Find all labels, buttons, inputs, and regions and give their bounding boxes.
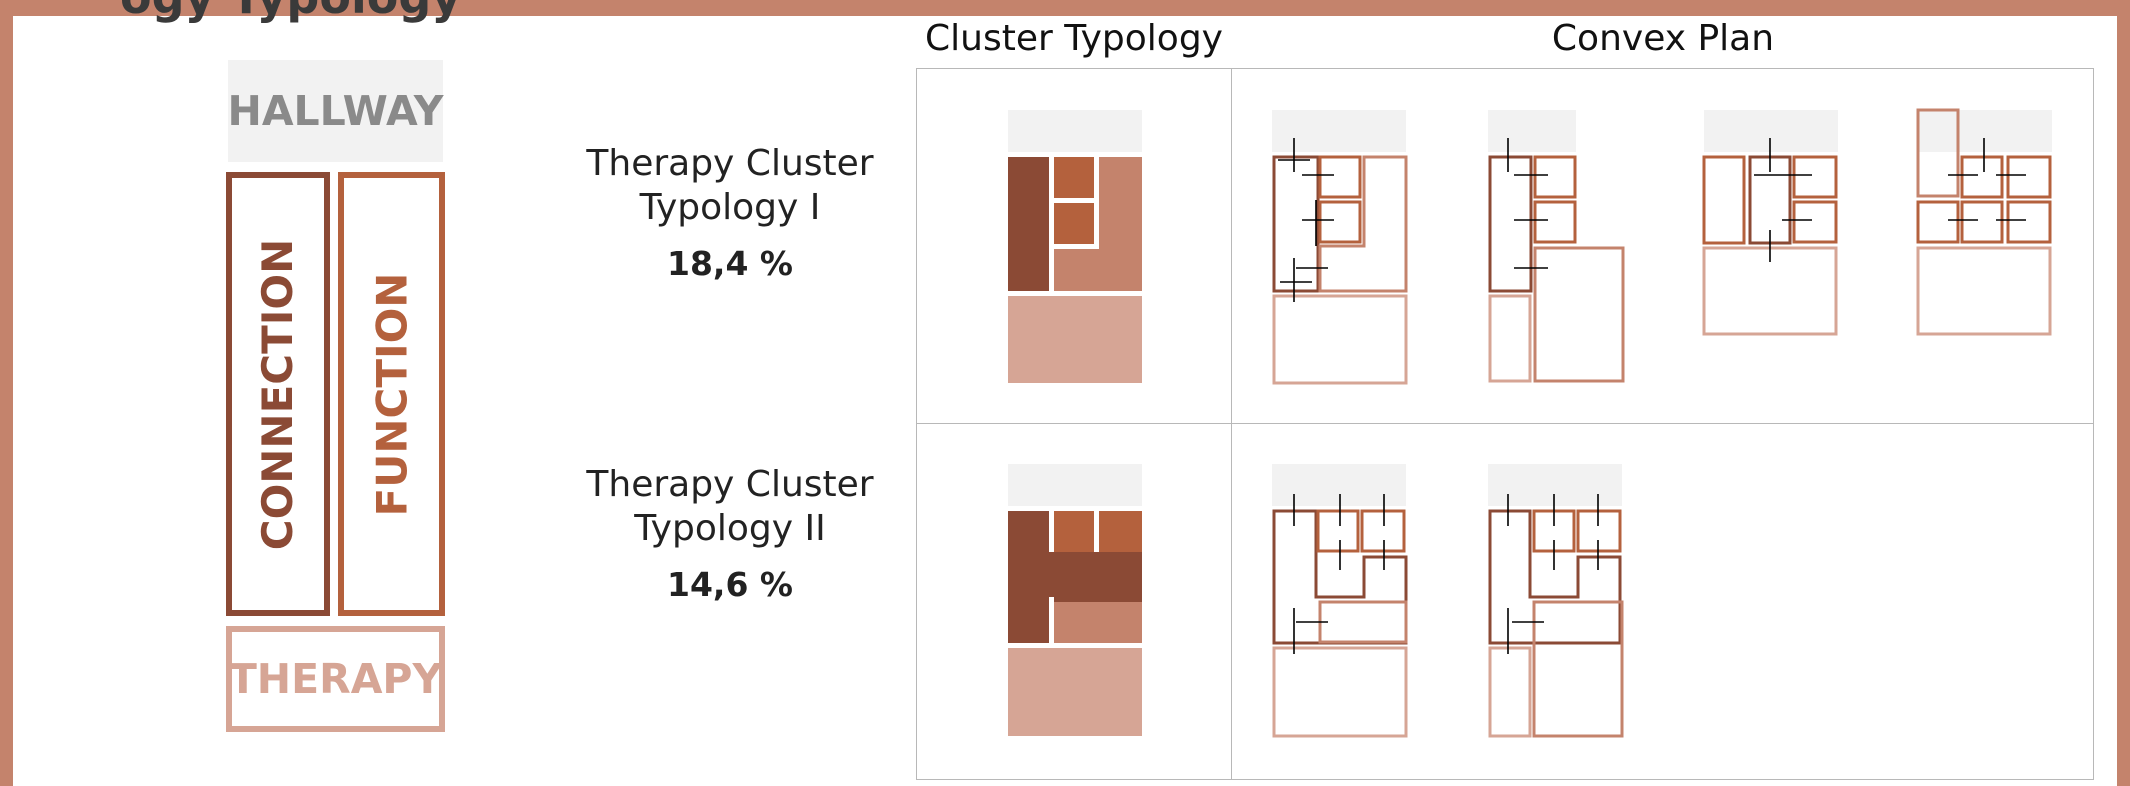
convex-plans-row-2 xyxy=(1272,464,1624,738)
row-2-name-line2: Typology II xyxy=(634,508,826,549)
row-1-name-line1: Therapy Cluster xyxy=(586,143,874,184)
row-2-name-line1: Therapy Cluster xyxy=(586,464,874,505)
row-2-percent: 14,6 % xyxy=(667,565,793,604)
row-label-typology-1: Therapy Cluster Typology I 18,4 % xyxy=(580,142,880,283)
cluster-typology-1 xyxy=(1008,110,1142,383)
legend-function: FUNCTION xyxy=(338,172,445,616)
column-heading-cluster: Cluster Typology xyxy=(925,18,1223,59)
row-1-name-line2: Typology I xyxy=(639,187,821,228)
row-label-typology-2: Therapy Cluster Typology II 14,6 % xyxy=(580,463,880,604)
legend-therapy: THERAPY xyxy=(226,626,445,732)
typology-grid xyxy=(916,68,2094,780)
grid-divider-vertical xyxy=(1231,69,1232,779)
legend-connection: CONNECTION xyxy=(226,172,330,616)
grid-divider-horizontal xyxy=(917,423,2093,424)
row-1-percent: 18,4 % xyxy=(667,244,793,283)
convex-plans-row-1 xyxy=(1272,108,2052,385)
cluster-typology-2 xyxy=(1008,464,1142,736)
column-heading-convex: Convex Plan xyxy=(1551,18,1775,59)
legend-hallway: HALLWAY xyxy=(228,60,444,162)
page-title: ogy Typology xyxy=(120,0,461,24)
